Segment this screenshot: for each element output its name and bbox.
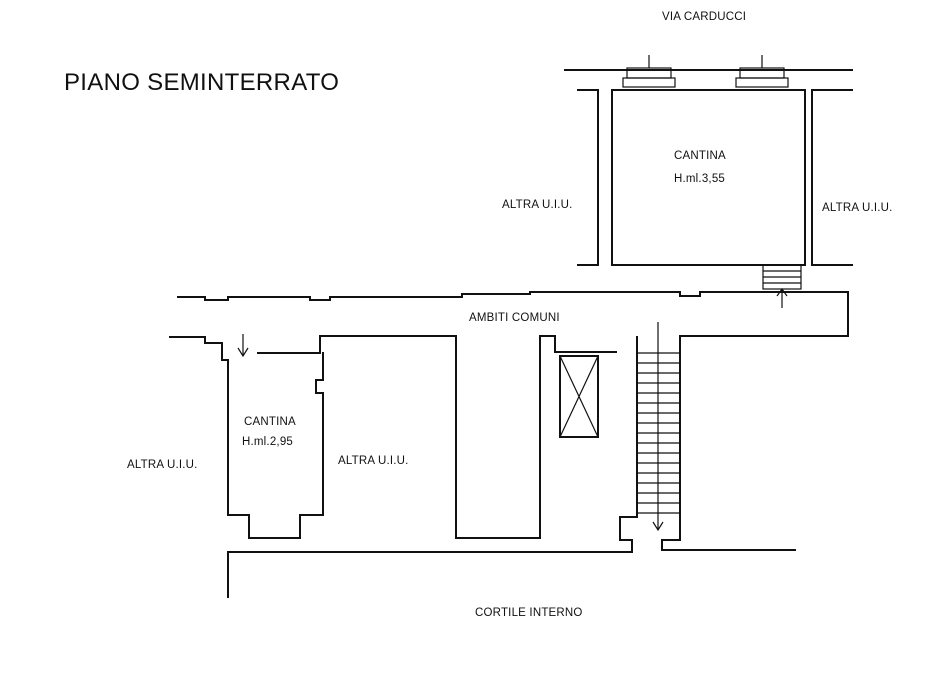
upper-cantina-walls bbox=[611, 89, 806, 266]
other-unit-label-lower-middle: ALTRA U.I.U. bbox=[338, 455, 409, 467]
shaft-icon bbox=[559, 355, 599, 438]
lower-cantina-label: CANTINA bbox=[244, 416, 296, 428]
upper-stairs-icon bbox=[762, 264, 802, 308]
corridor-bottom-wall bbox=[169, 336, 229, 361]
lower-cantina-walls bbox=[227, 352, 324, 539]
lower-stairs-icon bbox=[619, 322, 681, 551]
common-areas-label: AMBITI COMUNI bbox=[469, 312, 560, 324]
upper-cantina-height: H.ml.3,55 bbox=[674, 173, 726, 185]
right-neighbour-wall bbox=[811, 89, 853, 266]
other-unit-label-lower-left: ALTRA U.I.U. bbox=[127, 459, 198, 471]
left-neighbour-wall bbox=[577, 89, 599, 266]
lower-cantina-height: H.ml.2,95 bbox=[242, 436, 294, 448]
other-unit-label-upper-right: ALTRA U.I.U. bbox=[822, 202, 893, 214]
other-unit-label-upper-left: ALTRA U.I.U. bbox=[502, 199, 573, 211]
page-title: PIANO SEMINTERRATO bbox=[64, 69, 340, 96]
lower-door-arrow-icon bbox=[237, 334, 249, 358]
vent-right-icon bbox=[735, 55, 789, 88]
vent-left-icon bbox=[622, 55, 676, 88]
street-label: VIA CARDUCCI bbox=[662, 11, 747, 23]
corridor-top-wall bbox=[177, 291, 849, 337]
corridor-partition bbox=[257, 335, 617, 539]
courtyard-boundary bbox=[227, 551, 633, 598]
upper-cantina-label: CANTINA bbox=[674, 150, 726, 162]
courtyard-label: CORTILE INTERNO bbox=[475, 607, 583, 619]
